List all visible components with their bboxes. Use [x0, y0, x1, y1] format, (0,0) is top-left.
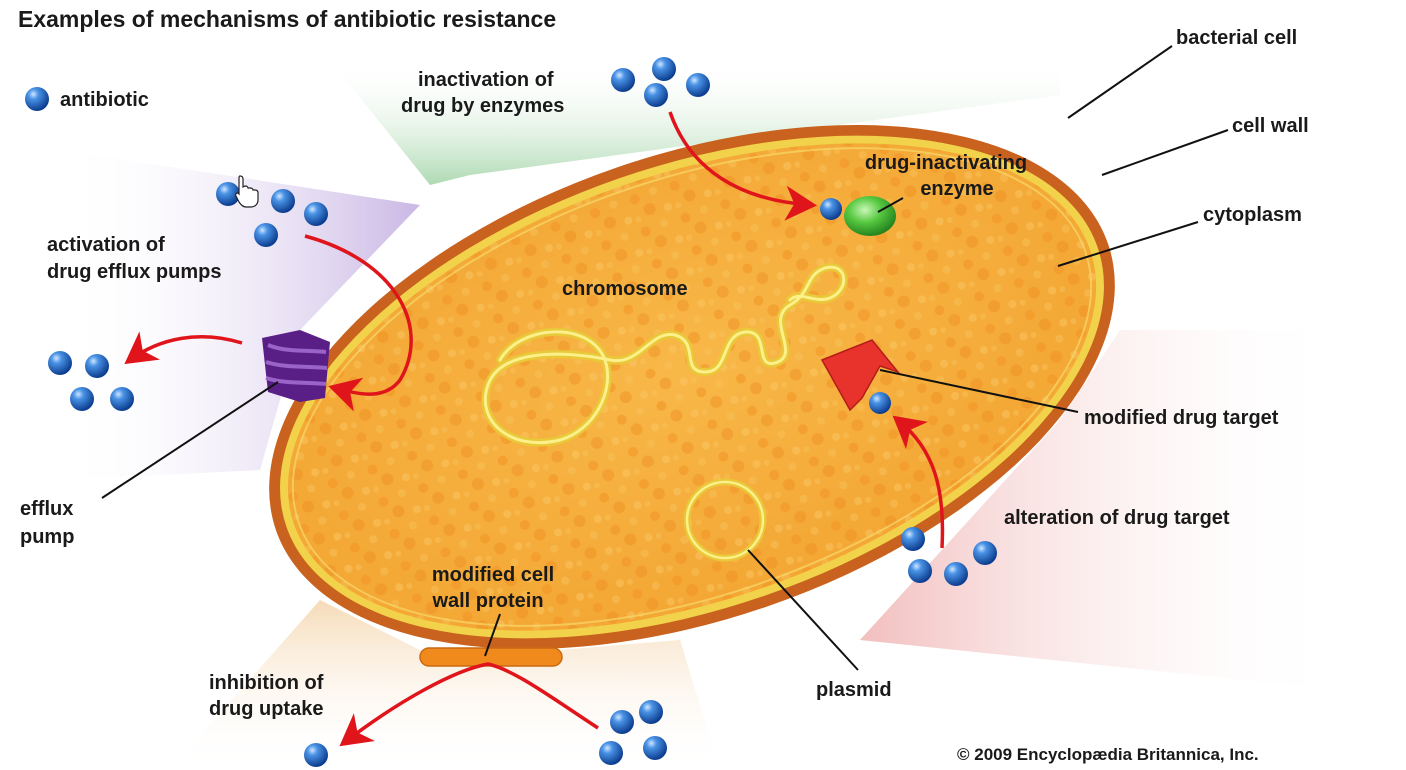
label-wall-protein-line1: modified cell [432, 564, 554, 586]
beam-alteration [860, 330, 1340, 690]
leader-wall-protein [484, 613, 501, 657]
label-activation-line1: activation of [47, 234, 165, 256]
leader-modified-target [879, 369, 1079, 413]
antibiotic-molecules [25, 57, 997, 767]
leader-efflux-pump [101, 381, 279, 499]
arrow-efflux-in [304, 234, 413, 412]
beam-uptake [170, 600, 720, 770]
label-alteration-of-drug-target: alteration of drug target [1004, 507, 1230, 529]
arrow-efflux-out [124, 331, 243, 365]
leader-cell-wall [1101, 129, 1229, 176]
leader-bacterial-cell [1067, 45, 1173, 119]
label-modified-drug-target: modified drug target [1084, 407, 1279, 429]
copyright-notice: © 2009 Encyclopædia Britannica, Inc. [957, 745, 1259, 764]
label-enzyme-line2: enzyme [920, 178, 993, 200]
beam-inactivation [330, 60, 1060, 185]
beam-efflux [60, 150, 420, 480]
label-inhibition-line1: inhibition of [209, 672, 324, 694]
label-cell-wall: cell wall [1232, 115, 1309, 137]
label-efflux-line1: efflux [20, 498, 73, 520]
label-efflux-line2: pump [20, 526, 74, 548]
cytoplasm-texture [287, 143, 1097, 631]
arrow-inactivation [668, 111, 817, 221]
leader-cytoplasm [1057, 221, 1199, 267]
label-enzyme-line1: drug-inactivating [865, 152, 1027, 174]
label-plasmid: plasmid [816, 679, 892, 701]
label-inactivation-line2: drug by enzymes [401, 95, 564, 117]
label-activation-line2: drug efflux pumps [47, 261, 221, 283]
antibiotic-legend-icon [25, 87, 49, 111]
label-chromosome: chromosome [562, 278, 688, 300]
legend-antibiotic-label: antibiotic [60, 89, 149, 111]
drug-inactivating-enzyme [844, 196, 896, 236]
efflux-pump [262, 330, 330, 402]
label-wall-protein-line2: wall protein [431, 590, 543, 612]
diagram-title: Examples of mechanisms of antibiotic res… [18, 6, 556, 32]
label-cytoplasm: cytoplasm [1203, 204, 1302, 226]
bacterial-cell [269, 125, 1115, 649]
modified-drug-target [820, 339, 901, 412]
right-margin [1346, 0, 1406, 770]
leader-plasmid [747, 549, 859, 671]
label-bacterial-cell: bacterial cell [1176, 27, 1297, 49]
leader-enzyme [877, 197, 904, 213]
label-inactivation-line1: inactivation of [418, 69, 554, 91]
hand-cursor-icon [235, 175, 259, 208]
arrow-alteration [892, 415, 945, 549]
arrow-uptake [339, 662, 599, 747]
label-inhibition-line2: drug uptake [209, 698, 323, 720]
